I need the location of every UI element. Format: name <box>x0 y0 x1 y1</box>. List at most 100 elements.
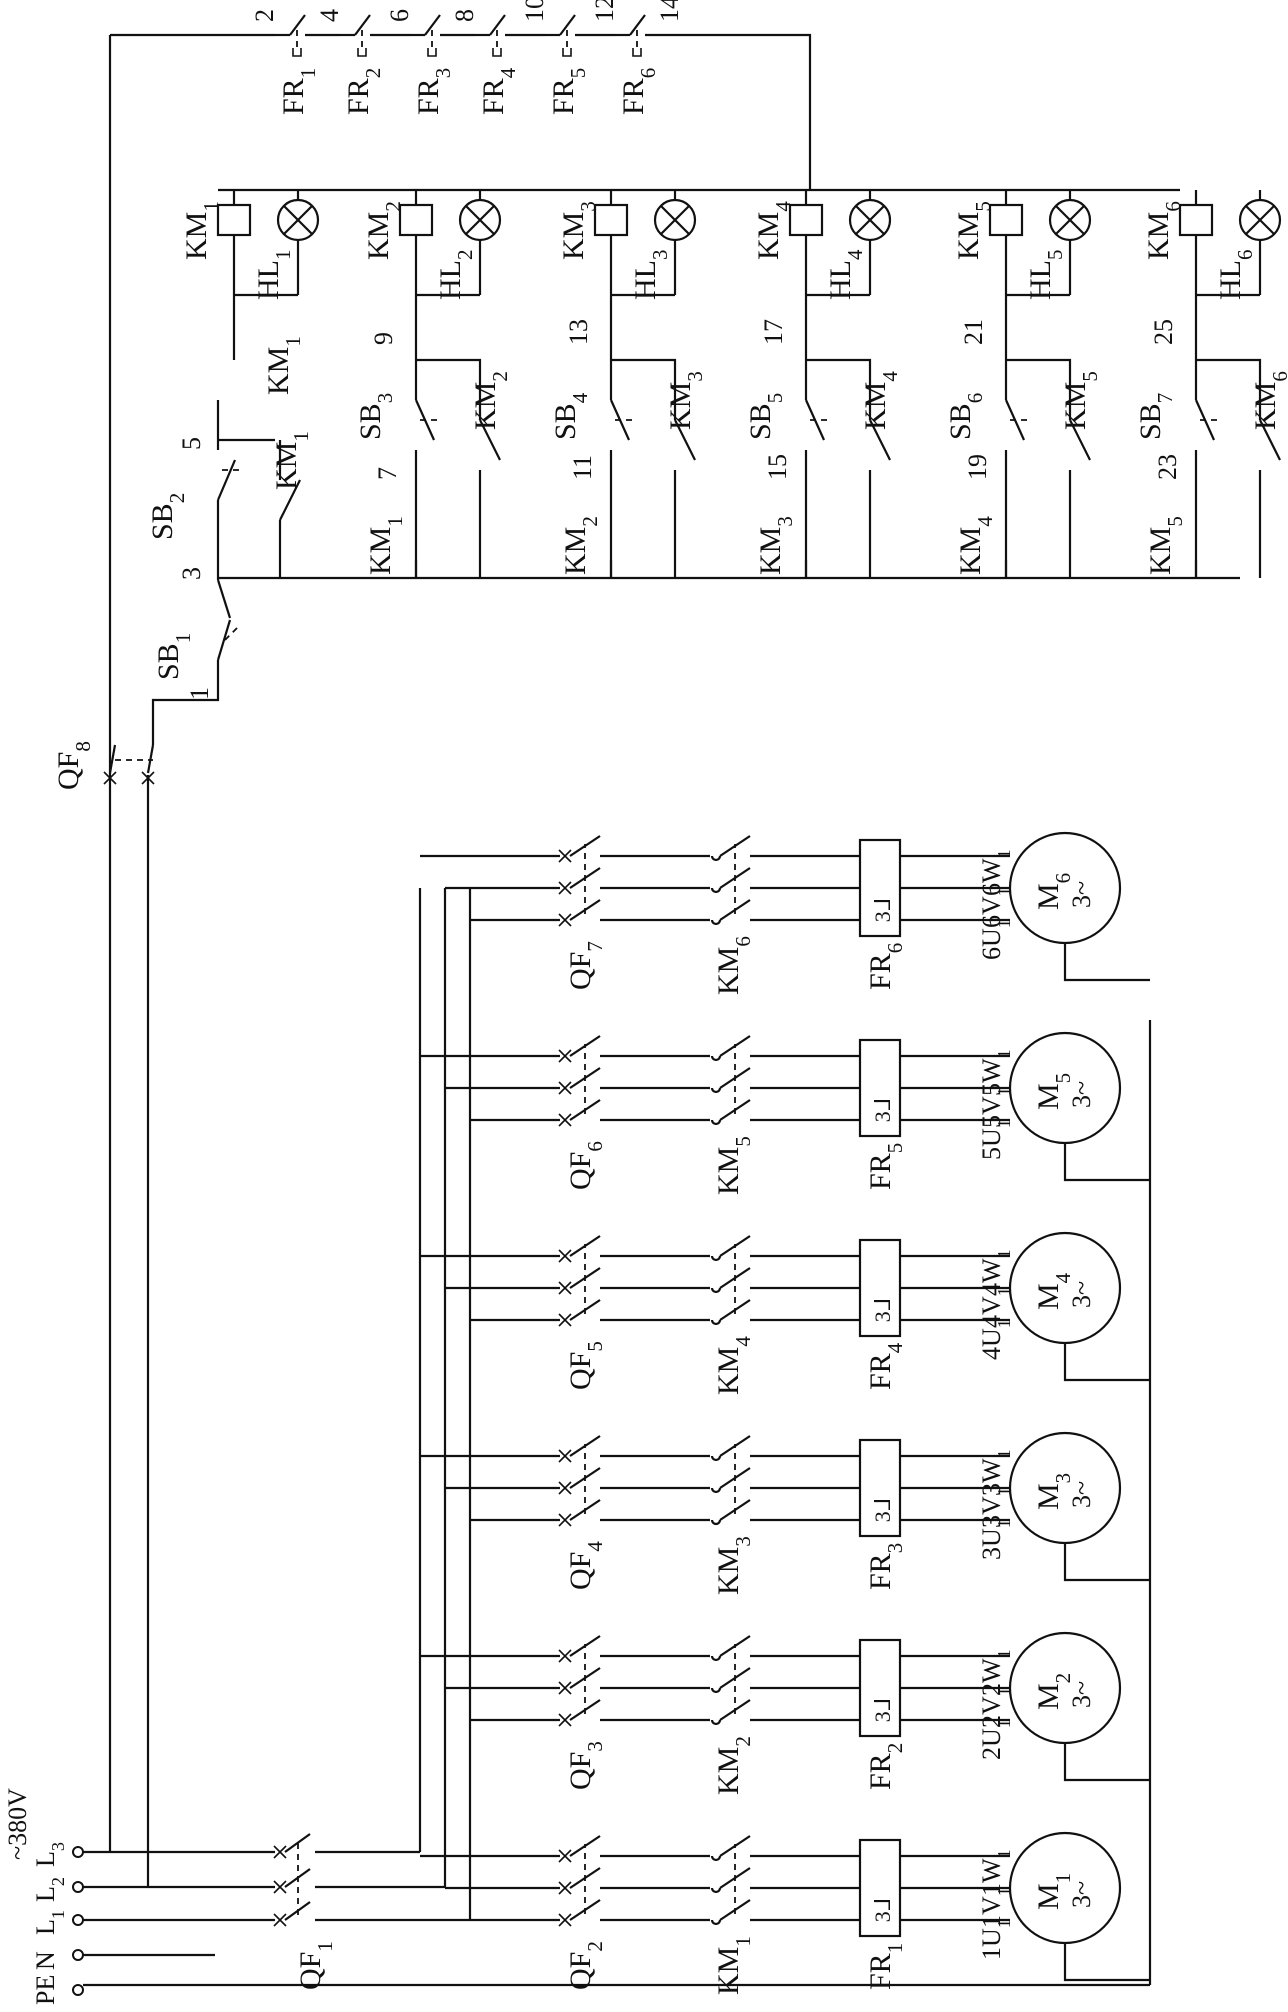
qf1-trip-mark <box>273 1880 287 1894</box>
node-9-label: 9 <box>369 332 398 345</box>
km-contact-arc <box>710 855 722 862</box>
fr5-thermal-actuator <box>562 48 572 57</box>
km6-hold-label: KM6 <box>1249 371 1288 430</box>
qf3-trip-mark <box>558 1713 572 1727</box>
km5-hold-label: KM5 <box>1059 371 1102 430</box>
motor-5-pe-bond <box>1063 1143 1150 1182</box>
km6-coil-label: KM6 <box>1142 201 1185 260</box>
trip-mark-stroke <box>558 1281 572 1295</box>
feeder-2-breaker-label: QF3 <box>564 1741 607 1790</box>
qf8-contact-blade <box>146 744 155 774</box>
feeder-4-contactor-label: KM4 <box>712 1336 755 1395</box>
step-button-6-label: SB6 <box>944 393 987 440</box>
trip-mark-stroke <box>558 1881 572 1895</box>
trip-mark-stroke <box>558 1081 572 1095</box>
feeder-4-phase-label: 4W1 <box>977 1249 1014 1296</box>
feeder-5-breaker-label: QF6 <box>564 1141 607 1190</box>
km-contact-arc <box>710 1719 722 1726</box>
km-contact-arc <box>710 1087 722 1094</box>
fr6-thermal-actuator <box>632 48 642 57</box>
trip-mark-stroke <box>558 1481 572 1495</box>
fr3-thermal-actuator <box>427 48 437 57</box>
qf8-trip-mark <box>103 771 117 785</box>
node-17-label: 17 <box>759 319 788 345</box>
fr5-contact-label: FR5 <box>547 68 590 115</box>
feeder-5-phase-label: 5U1 <box>977 1119 1014 1160</box>
km1-interlock-label: KM1 <box>262 336 305 395</box>
qf6-trip-mark <box>558 1049 572 1063</box>
node-4-label: 4 <box>315 9 344 22</box>
fr4-thermal-element <box>858 1238 902 1338</box>
fr2-element-symbol: 3ᒧ <box>870 1698 895 1722</box>
supply-terminal-label-l3: L3 <box>31 1842 68 1867</box>
km-contact-arc <box>710 919 722 926</box>
feeder-1-phase-label: 1V1 <box>977 1887 1014 1928</box>
feeder-1-contactor-label: KM1 <box>712 1936 755 1995</box>
km-contact-arc <box>710 1919 722 1926</box>
trip-mark-stroke <box>558 1313 572 1327</box>
motor-6-pe-bond <box>1063 943 1150 982</box>
km-contact-arc <box>710 1655 722 1662</box>
supply-terminal-label-n: N <box>31 1951 60 1970</box>
trip-mark-stroke <box>141 771 155 785</box>
motor-1-label: M1 <box>1032 1873 1075 1910</box>
trip-mark-stroke <box>558 1249 572 1263</box>
fr6-element-symbol: 3ᒧ <box>870 898 895 922</box>
stop-button-label: SB1 <box>152 633 195 680</box>
supply-terminal-label-l2: L2 <box>31 1877 68 1902</box>
km6-hold-contact <box>1259 419 1281 461</box>
motor-2-pe-bond <box>1063 1743 1150 1782</box>
km5-hold-upper <box>1006 358 1072 420</box>
fr4-element-symbol: 3ᒧ <box>870 1298 895 1322</box>
feeder-6-overload-label: FR6 <box>864 943 907 990</box>
control-l2-wire <box>151 660 220 745</box>
qf8-trip-mark <box>141 771 155 785</box>
qf5-trip-mark <box>558 1313 572 1327</box>
node-5-label: 5 <box>177 437 206 450</box>
trip-mark-stroke <box>558 1713 572 1727</box>
supply-terminal-label-pe: PE <box>31 1975 60 2005</box>
feeder-6-phase-label: 6W1 <box>977 849 1014 896</box>
node-6-label: 6 <box>385 9 414 22</box>
node-11-label: 11 <box>568 455 597 480</box>
km-contact-arc <box>710 1119 722 1126</box>
motor-3 <box>1008 1431 1122 1545</box>
step-button-5-label: SB5 <box>744 393 787 440</box>
feeder-2-phase-label: 2W1 <box>977 1649 1014 1696</box>
hl2-label: HL2 <box>434 250 477 301</box>
fr1-nc-contact <box>289 14 306 36</box>
motor-6-type: 3~ <box>1067 881 1096 908</box>
supply-terminal-l2 <box>72 1881 84 1893</box>
trip-mark-stroke <box>558 1513 572 1527</box>
feeder-3-contactor-label: KM3 <box>712 1536 755 1595</box>
feeder-6-contactor-label: KM6 <box>712 936 755 995</box>
supply-terminal-l3 <box>72 1846 84 1858</box>
feeder-6-phase-label: 6U1 <box>977 919 1014 960</box>
feeder-3-breaker-label: QF4 <box>564 1541 607 1590</box>
node-21-label: 21 <box>959 319 988 345</box>
qf8-contact-blade <box>108 744 117 774</box>
fr3-nc-contact <box>424 14 441 36</box>
km-contact-arc <box>710 1455 722 1462</box>
feeder-3-overload-label: FR3 <box>864 1543 907 1590</box>
feeder-5-overload-label: FR5 <box>864 1143 907 1190</box>
node-12-label: 12 <box>590 0 619 22</box>
fr6-thermal-element <box>858 838 902 938</box>
km-contact-arc <box>710 1487 722 1494</box>
feeder-1-phase-label: 1U1 <box>977 1919 1014 1960</box>
hl5-label: HL5 <box>1024 250 1067 301</box>
feeder-1-breaker-label: QF2 <box>564 1941 607 1990</box>
hl4-label: HL4 <box>824 249 867 300</box>
main-breaker-label: QF1 <box>294 1941 337 1990</box>
fr2-nc-contact <box>354 14 371 36</box>
trip-mark-stroke <box>558 913 572 927</box>
fr1-contact-label: FR1 <box>277 68 320 115</box>
step-button-4-label: SB4 <box>549 392 592 440</box>
control-breaker-label: QF8 <box>52 741 95 790</box>
feeder-3-phase-label: 3V1 <box>977 1487 1014 1528</box>
hl1-lamp-cross <box>283 205 313 235</box>
motor-3-pe-bond <box>1063 1543 1150 1582</box>
fr2-thermal-element <box>858 1638 902 1738</box>
qf5-trip-mark <box>558 1281 572 1295</box>
